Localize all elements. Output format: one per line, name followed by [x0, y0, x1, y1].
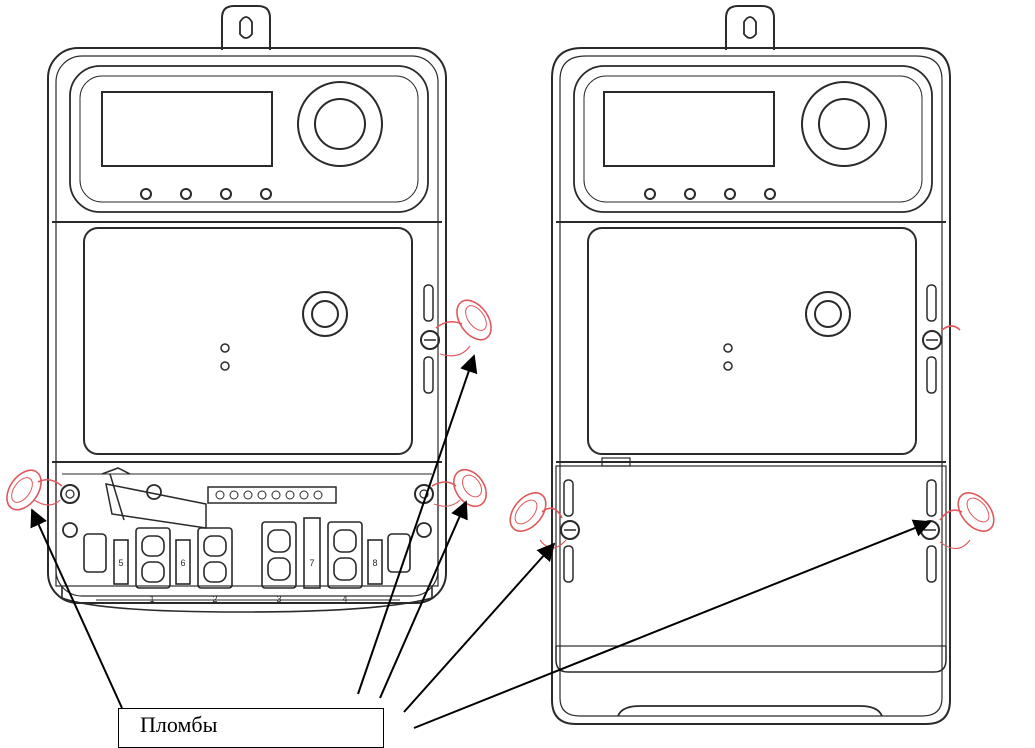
right-optical-port — [801, 81, 887, 167]
right-seal-screw-right-upper — [922, 330, 942, 350]
left-aux-number-7: 7 — [309, 558, 314, 568]
left-led-2 — [180, 188, 192, 200]
right-top-panel — [573, 65, 933, 213]
right-meter — [551, 5, 951, 725]
callout-arrows — [30, 354, 932, 729]
right-led-2 — [684, 188, 696, 200]
right-middle-window — [587, 227, 917, 455]
left-optical-port — [297, 81, 383, 167]
right-hanging-tab — [725, 5, 775, 50]
arrow-to-right-right-seal — [413, 519, 932, 729]
left-terminal-block — [61, 517, 433, 613]
left-led-3 — [220, 188, 232, 200]
left-middle-window — [83, 227, 413, 455]
arrow-to-left-upper-seal — [357, 354, 478, 695]
arrow-to-left-right-lower-seal — [379, 500, 468, 699]
right-seal-right-upper — [941, 325, 961, 331]
right-button — [805, 291, 851, 337]
left-hanging-tab — [221, 5, 271, 50]
left-aux-number-8: 8 — [372, 558, 377, 568]
right-led-3 — [724, 188, 736, 200]
left-led-4 — [260, 188, 272, 200]
callout-label: Пломбы — [140, 712, 218, 737]
left-terminal-number-1: 1 — [149, 594, 154, 604]
right-seal-left — [509, 492, 567, 549]
left-meter-body — [47, 47, 447, 604]
right-terminal-cover — [555, 465, 947, 647]
left-lcd-display — [101, 91, 273, 167]
right-led-1 — [644, 188, 656, 200]
left-terminal-number-4: 4 — [342, 594, 347, 604]
left-aux-number-5: 5 — [118, 558, 123, 568]
left-top-panel — [69, 65, 429, 213]
right-led-4 — [764, 188, 776, 200]
right-seal-right — [939, 492, 995, 550]
left-meter — [47, 5, 447, 613]
arrow-to-left-lower-seal — [30, 508, 123, 709]
right-lcd-display — [603, 91, 775, 167]
left-seal-right-upper — [435, 299, 492, 357]
left-led-1 — [140, 188, 152, 200]
right-seal-screw-left — [560, 520, 580, 540]
right-meter-body — [551, 47, 951, 725]
left-seal-left-lower — [6, 469, 63, 511]
left-seal-right-lower — [431, 468, 488, 508]
left-seal-screw-right-upper — [420, 330, 440, 350]
left-button — [302, 291, 348, 337]
left-aux-number-6: 6 — [180, 558, 185, 568]
left-terminal-number-2: 2 — [212, 594, 217, 604]
arrow-to-right-left-seal — [403, 542, 556, 713]
left-terminal-number-3: 3 — [276, 594, 281, 604]
